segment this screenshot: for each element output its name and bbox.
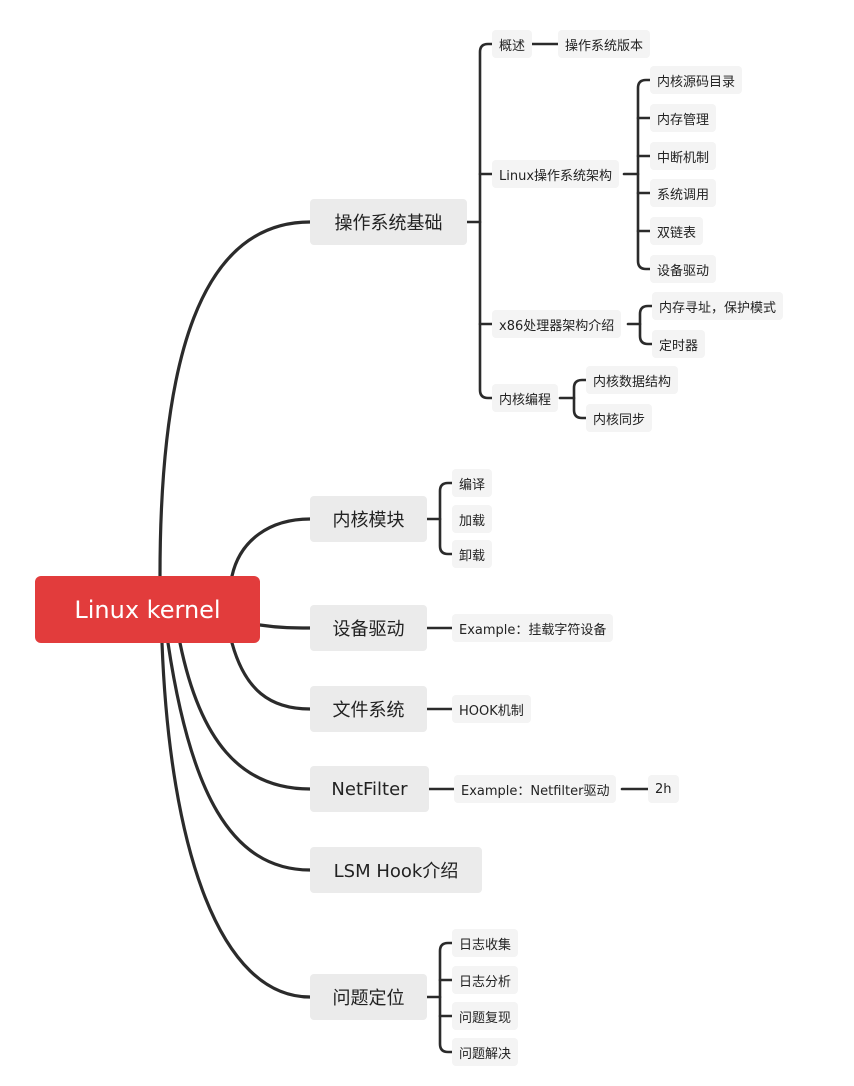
topic-kernel-programming-label: 内核编程: [499, 392, 552, 408]
topic-troubleshooting-item-label: 问题复现: [459, 1010, 512, 1026]
topic-module-item-label: 编译: [459, 477, 486, 493]
topic-module-item-label: 卸载: [459, 548, 486, 564]
topic-arch-item[interactable]: 内存管理: [650, 104, 717, 132]
topic-arch-item-label: 内存管理: [657, 112, 710, 128]
topic-kernel-programming-item[interactable]: 内核同步: [586, 404, 653, 432]
root-node[interactable]: Linux kernel: [35, 576, 260, 643]
topic-netfilter-example[interactable]: Example：Netfilter驱动: [454, 775, 617, 803]
topic-linux-architecture-label: Linux操作系统架构: [499, 168, 613, 184]
topic-hook-mechanism[interactable]: HOOK机制: [452, 695, 531, 723]
root-label: Linux kernel: [74, 595, 221, 624]
branch-netfilter-label: NetFilter: [331, 778, 408, 800]
topic-os-version-label: 操作系统版本: [565, 38, 644, 54]
branch-device-drivers-label: 设备驱动: [332, 619, 405, 640]
topic-troubleshooting-item[interactable]: 问题复现: [452, 1002, 519, 1030]
branch-netfilter[interactable]: NetFilter: [310, 766, 429, 812]
topic-netfilter-duration-label: 2h: [655, 781, 672, 797]
branch-kernel-modules[interactable]: 内核模块: [310, 496, 427, 542]
topic-kernel-programming-item-label: 内核数据结构: [593, 374, 672, 390]
topic-overview-label: 概述: [499, 38, 526, 54]
topic-module-item[interactable]: 编译: [452, 469, 493, 497]
topic-arch-item[interactable]: 设备驱动: [650, 255, 717, 283]
topic-troubleshooting-item[interactable]: 问题解决: [452, 1038, 519, 1066]
branch-kernel-modules-label: 内核模块: [332, 510, 405, 531]
topic-arch-item-label: 内核源码目录: [657, 74, 736, 90]
topic-overview[interactable]: 概述: [492, 30, 533, 58]
topic-device-driver-example[interactable]: Example：挂载字符设备: [452, 614, 614, 642]
topic-kernel-programming-item-label: 内核同步: [593, 412, 646, 428]
topic-x86-item[interactable]: 内存寻址，保护模式: [652, 292, 784, 320]
branch-os-basics[interactable]: 操作系统基础: [310, 199, 467, 245]
topic-arch-item-label: 中断机制: [657, 150, 710, 166]
topic-netfilter-example-label: Example：Netfilter驱动: [461, 783, 610, 799]
topic-arch-item[interactable]: 内核源码目录: [650, 66, 743, 94]
topic-x86-item-label: 定时器: [659, 338, 699, 354]
topic-kernel-programming[interactable]: 内核编程: [492, 384, 559, 412]
branch-file-system[interactable]: 文件系统: [310, 686, 427, 732]
topic-troubleshooting-item[interactable]: 日志收集: [452, 929, 519, 957]
topic-arch-item[interactable]: 双链表: [650, 217, 704, 245]
topic-troubleshooting-item-label: 日志收集: [459, 937, 512, 953]
topic-linux-architecture[interactable]: Linux操作系统架构: [492, 160, 620, 188]
topic-os-version[interactable]: 操作系统版本: [558, 30, 651, 58]
topic-troubleshooting-item-label: 日志分析: [459, 974, 512, 990]
topic-hook-mechanism-label: HOOK机制: [459, 703, 524, 719]
branch-troubleshooting[interactable]: 问题定位: [310, 974, 427, 1020]
branch-lsm-hook[interactable]: LSM Hook介绍: [310, 847, 482, 893]
topic-kernel-programming-item[interactable]: 内核数据结构: [586, 366, 679, 394]
topic-module-item[interactable]: 卸载: [452, 540, 493, 568]
topic-arch-item-label: 系统调用: [657, 187, 710, 203]
topic-x86-item-label: 内存寻址，保护模式: [659, 300, 777, 316]
topic-troubleshooting-item-label: 问题解决: [459, 1046, 512, 1062]
topic-arch-item-label: 双链表: [657, 225, 697, 241]
topic-troubleshooting-item[interactable]: 日志分析: [452, 966, 519, 994]
branch-os-basics-label: 操作系统基础: [334, 213, 443, 234]
topic-arch-item-label: 设备驱动: [657, 263, 710, 279]
branch-troubleshooting-label: 问题定位: [332, 988, 405, 1009]
branch-device-drivers[interactable]: 设备驱动: [310, 605, 427, 651]
topic-module-item[interactable]: 加载: [452, 505, 493, 533]
branch-file-system-label: 文件系统: [332, 700, 405, 721]
topic-arch-item[interactable]: 中断机制: [650, 142, 717, 170]
topic-x86-item[interactable]: 定时器: [652, 330, 706, 358]
topic-arch-item[interactable]: 系统调用: [650, 179, 717, 207]
topic-device-driver-example-label: Example：挂载字符设备: [459, 622, 607, 638]
topic-x86-architecture-label: x86处理器架构介绍: [499, 318, 615, 334]
topic-module-item-label: 加载: [459, 513, 486, 529]
topic-netfilter-duration[interactable]: 2h: [648, 775, 679, 803]
topic-x86-architecture[interactable]: x86处理器架构介绍: [492, 310, 622, 338]
branch-lsm-hook-label: LSM Hook介绍: [333, 861, 459, 882]
